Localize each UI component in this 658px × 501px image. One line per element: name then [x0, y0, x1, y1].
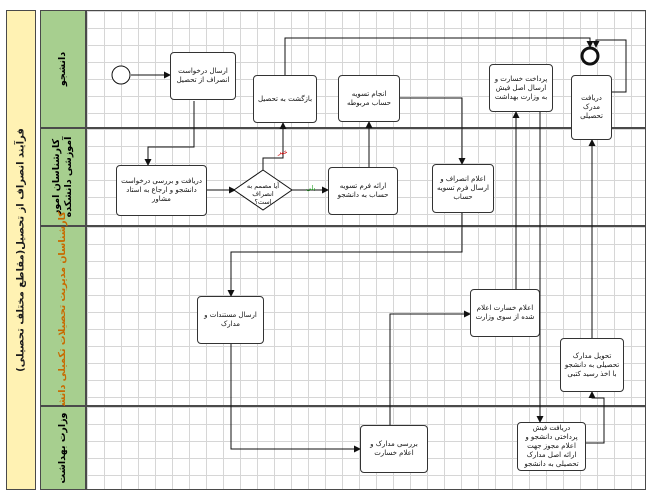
decision-gateway [233, 169, 293, 211]
flow-ministry-to-damages [389, 310, 471, 425]
flow-settle-to-announce [400, 97, 466, 165]
task-announce-damages-text: اعلام خسارت اعلام شده از سوی وزارت [475, 304, 535, 321]
task-receive-payment-receipt: دریافت فیش پرداختی دانشجو و اعلام مجوز ج… [517, 422, 586, 471]
task-perform-clearance-text: انجام تسویه حساب مربوطه [346, 89, 392, 107]
task-receive-degree-text: دریافت مدرک تحصیلی [580, 94, 603, 120]
task-submit-withdrawal-request: ارسال درخواست انصراف از تحصیل [170, 52, 236, 100]
flow-label-no: خیر [278, 148, 288, 156]
task-deliver-documents-text: تحویل مدارک تحصیلی به دانشجو با اخذ رسید… [564, 351, 620, 378]
task-provide-clearance-form: ارائه فرم تسویه حساب به دانشجو [328, 167, 398, 215]
lane-header-faculty: کارشناسان امور آموزشی دانشکده [40, 128, 86, 226]
task-send-documents-text: ارسال مستندات و مدارک [204, 311, 257, 328]
task-deliver-documents: تحویل مدارک تحصیلی به دانشجو با اخذ رسید… [560, 338, 624, 392]
task-announce-withdrawal: اعلام انصراف و ارسال فرم تسویه حساب [432, 164, 494, 213]
task-receive-degree: دریافت مدرک تحصیلی [571, 75, 612, 140]
lane-header-student: دانشجو [40, 10, 86, 128]
task-provide-clearance-form-text: ارائه فرم تسویه حساب به دانشجو [337, 182, 389, 199]
task-send-documents: ارسال مستندات و مدارک [197, 296, 264, 344]
task-pay-damages-text: پرداخت خسارت و ارسال اصل فیش به وزارت به… [494, 74, 548, 101]
task-announce-withdrawal-text: اعلام انصراف و ارسال فرم تسویه حساب [437, 175, 489, 201]
flow-announce-to-documents [227, 213, 463, 297]
flow-label-yes: بلی [306, 184, 316, 192]
start-event [111, 65, 131, 85]
task-announce-damages: اعلام خسارت اعلام شده از سوی وزارت [470, 289, 540, 337]
task-submit-withdrawal-request-text: ارسال درخواست انصراف از تحصیل [176, 67, 230, 84]
lane-university [86, 226, 646, 406]
gateway-question: آیا مصمم به انصراف است؟ [246, 182, 280, 206]
task-perform-clearance: انجام تسویه حساب مربوطه [338, 75, 400, 122]
task-ministry-review: بررسی مدارک و اعلام خسارت [360, 425, 428, 473]
task-return-to-study-text: بازگشت به تحصیل [258, 94, 313, 103]
flow-permit-to-handover [586, 391, 605, 444]
task-pay-damages: پرداخت خسارت و ارسال اصل فیش به وزارت به… [489, 64, 553, 112]
flow-documents-to-ministry-review [230, 344, 361, 453]
task-return-to-study: بازگشت به تحصیل [253, 75, 317, 123]
task-receive-payment-receipt-text: دریافت فیش پرداختی دانشجو و اعلام مجوز ج… [524, 424, 579, 468]
lane-header-ministry: وزارت بهداشت [40, 406, 86, 490]
task-review-request-text: دریافت و بررسی درخواست دانشجو و ارجاع به… [121, 177, 202, 203]
flow-return-to-end [284, 37, 594, 75]
end-event [580, 46, 600, 66]
lane-header-university: کارشناسان مدیریت تحصیلات تکمیلی دانشگاه [40, 211, 86, 421]
task-review-request: دریافت و بررسی درخواست دانشجو و ارجاع به… [116, 165, 207, 216]
flow-gateway-to-return [262, 122, 287, 172]
task-ministry-review-text: بررسی مدارک و اعلام خسارت [370, 440, 418, 457]
flow-request-to-review [144, 101, 195, 166]
flow-receive-to-end [592, 39, 627, 93]
process-title-band: فرآیند انصراف از تحصیل(مقاطع مختلف تحصیل… [6, 10, 36, 490]
